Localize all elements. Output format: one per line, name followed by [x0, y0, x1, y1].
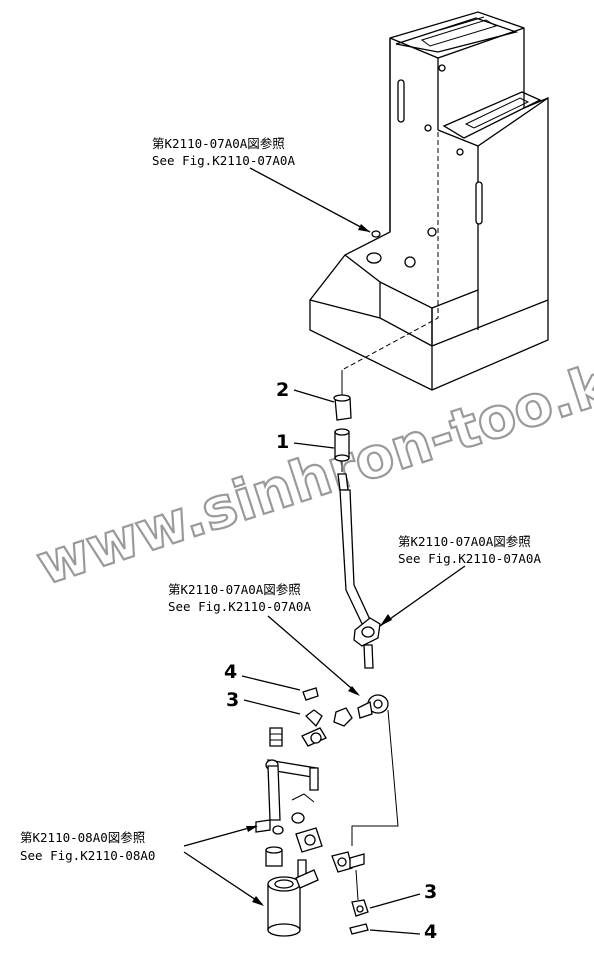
leader-part-3-top [243, 699, 301, 715]
part-1-sleeve [334, 428, 350, 462]
leader-ref-bottom-b [183, 851, 263, 905]
ref-top-jp: 第K2110-07A0A図参照 [152, 136, 285, 151]
arrowhead-ref-bottom-a [246, 826, 258, 832]
pivot-tube [267, 869, 319, 937]
ref-top-en: See Fig.K2110-07A0A [152, 153, 295, 168]
leader-part-3-bottom [369, 893, 421, 909]
part-2-knob-cap [333, 370, 352, 421]
control-lever-rod [337, 461, 381, 669]
leader-part-4-top [241, 675, 301, 691]
leader-part-2 [293, 389, 335, 403]
ref-right-en: See Fig.K2110-07A0A [398, 551, 541, 566]
ref-bottom-jp: 第K2110-08A0図参照 [20, 830, 145, 845]
callout-part-3-bottom: 3 [424, 881, 437, 903]
callout-part-3-top: 3 [226, 689, 239, 711]
callout-part-4-top: 4 [224, 661, 237, 683]
leader-ref-bottom-a [183, 825, 257, 847]
arrowhead-ref-mid [348, 686, 360, 696]
leader-ref-top [249, 167, 371, 233]
arrowhead-ref-right [380, 614, 392, 626]
upper-linkage [269, 687, 399, 846]
arrowhead-ref-top [358, 224, 370, 232]
callout-part-4-bottom: 4 [424, 921, 437, 943]
ref-right-jp: 第K2110-07A0A図参照 [398, 534, 531, 549]
callout-part-1: 1 [276, 431, 289, 453]
leader-part-1 [293, 442, 335, 449]
leader-ref-right [379, 565, 466, 627]
ref-mid-en: See Fig.K2110-07A0A [168, 599, 311, 614]
ref-mid-jp: 第K2110-07A0A図参照 [168, 582, 301, 597]
bellcrank-assembly [255, 759, 365, 879]
arrowhead-ref-bottom-b [252, 896, 264, 906]
callout-part-2: 2 [276, 379, 289, 401]
leader-ref-mid [267, 615, 359, 695]
ref-bottom-en: See Fig.K2110-08A0 [20, 848, 155, 863]
console-housing [309, 11, 549, 391]
lower-nut-pin [349, 869, 369, 935]
leader-part-4-bottom [369, 929, 421, 935]
